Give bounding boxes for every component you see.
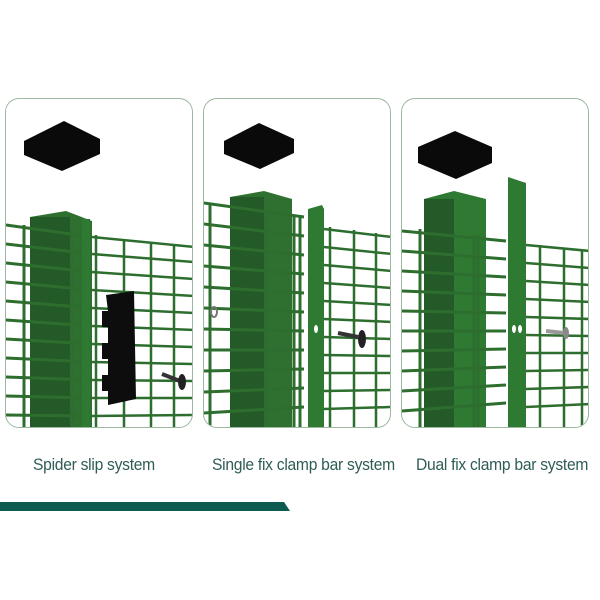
spider-slip-illustration [6,121,192,427]
clamp-bar-icon [308,205,324,427]
post-cap-icon [418,131,492,179]
washer-icon [210,306,218,318]
clamp-bar-icon [508,177,526,427]
panel-spider-slip [5,98,193,428]
caption-single-fix-clamp-bar: Single fix clamp bar system [212,455,395,474]
bolt-icon [545,327,569,339]
panel-single-fix-clamp-bar [203,98,391,428]
post-cap-icon [224,123,294,169]
dual-fix-illustration [402,131,588,427]
caption-dual-fix-clamp-bar: Dual fix clamp bar system [416,455,589,474]
spider-clamp-icon [102,291,136,405]
bolt-icon [161,372,186,390]
accent-divider-bar [0,502,290,511]
panel-dual-fix-clamp-bar [401,98,589,428]
single-fix-illustration [204,123,390,427]
post-cap-icon [24,121,100,171]
caption-spider-slip: Spider slip system [33,455,155,474]
bolt-icon [337,330,366,348]
